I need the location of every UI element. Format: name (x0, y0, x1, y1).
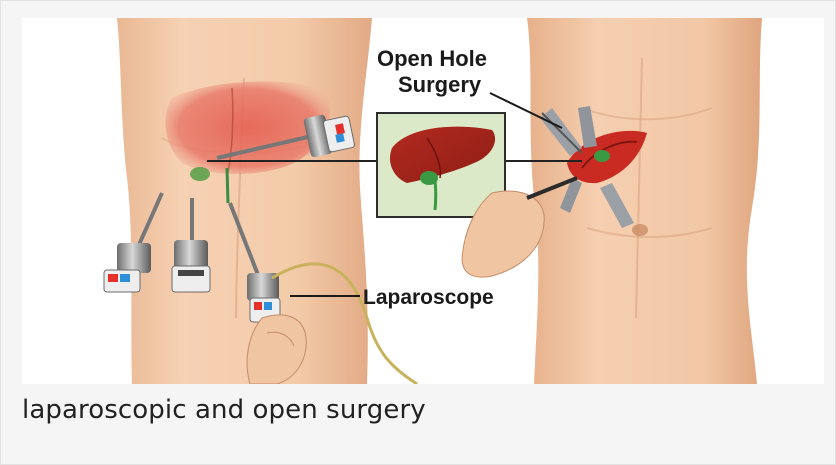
left-torso (117, 18, 372, 384)
open-hole-label-line1: Open Hole (377, 46, 487, 71)
surgery-diagram: Open Hole Surgery Laparoscope (22, 18, 824, 384)
right-torso (527, 18, 762, 384)
surgery-illustration: Open Hole Surgery Laparoscope (22, 18, 824, 384)
open-hole-label-line2: Surgery (398, 72, 482, 97)
laparoscope-label: Laparoscope (363, 286, 494, 309)
figure-caption: laparoscopic and open surgery (22, 395, 426, 425)
